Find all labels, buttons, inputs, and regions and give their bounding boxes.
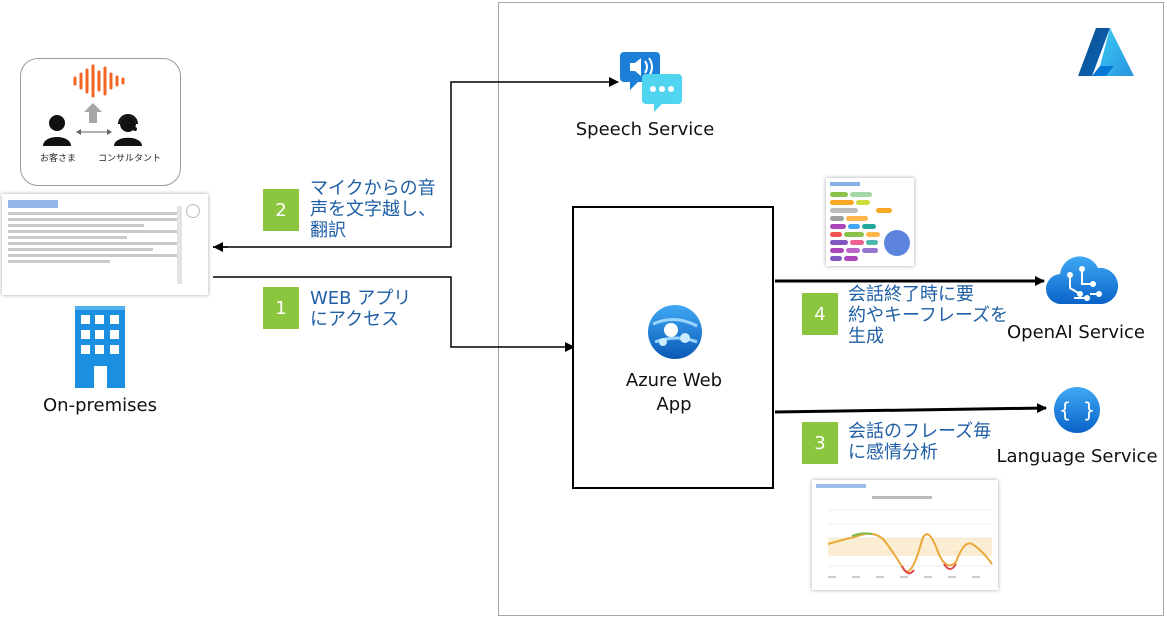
sentiment-chart-screenshot [812,480,998,590]
language-service-icon: { } [1054,387,1100,433]
customer-icon [43,115,71,146]
svg-text:{ }: { } [1059,398,1095,422]
step-2-line1: マイクからの音 [310,178,436,199]
consultant-label: コンサルタント [98,154,162,164]
arrow-to-language [774,403,1047,414]
step-3-badge: 3 [802,422,838,464]
web-app-icon [648,305,702,359]
up-arrow-icon [84,103,102,123]
customer-label: お客さま [40,154,77,164]
step-2-line2: 声を文字越し、 [310,199,436,220]
on-premises-label: On-premises [43,395,157,416]
step-2-badge: 2 [263,189,299,231]
step-2-line3: 翻訳 [310,220,346,241]
web-app-label-line1: Azure Web [625,370,723,391]
arrow-to-webapp [213,276,575,352]
azure-logo-icon [1078,28,1134,76]
language-service-label: Language Service [996,446,1158,467]
speech-recognition-screenshot [2,194,208,295]
building-icon [75,306,125,388]
consultant-icon [114,114,142,146]
step-4-badge: 4 [802,293,838,335]
step-1-badge: 1 [263,287,299,329]
step-4-line3: 生成 [848,326,884,347]
openai-service-icon [1045,256,1119,305]
step-1-line2: にアクセス [310,309,400,330]
step-4-line2: 約やキーフレーズを [848,305,1009,326]
speech-service-icon [620,52,682,112]
step-4-line1: 会話終了時に要 [848,284,974,305]
key-phrases-screenshot [826,178,914,266]
sound-wave-icon [73,64,125,98]
step-3-line2: に感情分析 [848,442,938,463]
bidirectional-arrow-icon [76,129,112,135]
azure-boundary [498,2,1164,616]
speech-service-label: Speech Service [575,119,715,140]
step-1-line1: WEB アプリ [310,288,412,309]
openai-service-label: OpenAI Service [1007,322,1145,343]
web-app-label-line2: App [656,394,692,415]
step-3-line1: 会話のフレーズ毎 [848,421,992,442]
arrow-to-speech [213,77,619,248]
